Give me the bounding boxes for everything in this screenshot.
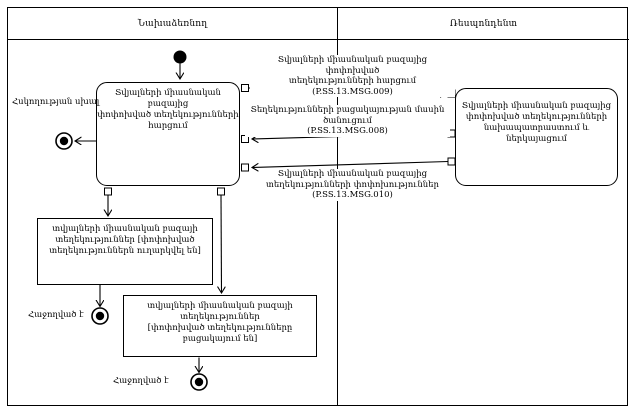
lane-header-initiator-label: Նախաձեռնող [137, 18, 208, 29]
object-sent-line: տեղեկություններ [փոփոխված [55, 235, 195, 245]
label-control-error: Հսկողության սխալ [12, 97, 100, 107]
activity-prepare-line: փոփոխված տեղեկությունների [465, 112, 608, 122]
flow-label-msg010-line: տեղեկությունների փոփոխություններ [266, 179, 439, 190]
flow-label-msg008-line: Տեղեկությունների բացակայության մասին ծան… [250, 105, 445, 126]
flow-label-msg010: Տվյալների միասնական բազայից տեղեկություն… [260, 169, 445, 201]
activity-request-line: փոփոխված տեղեկությունների [97, 110, 239, 120]
object-node-info-sent: տվյալների միասնական բազայի տեղեկությունն… [37, 218, 213, 285]
swimlane-frame [7, 7, 628, 406]
object-sent-line: տվյալների միասնական բազայի [52, 224, 198, 234]
object-absent-line: տեղեկություններ [180, 312, 260, 322]
object-absent-line: [փոփոխված տեղեկությունները [147, 323, 293, 333]
flow-label-msg010-line: (P.SS.13.MSG.010) [312, 190, 393, 200]
flow-label-msg009: Տվյալների միասնական բազայից փոփոխված տեղ… [250, 55, 455, 97]
activity-request-line: հարցում [148, 121, 188, 131]
label-succeeded-bottom: Հաջողված է [113, 376, 169, 386]
flow-label-msg008-line: (P.SS.13.MSG.008) [307, 126, 388, 136]
activity-request-changed-info: Տվյալների միասնական բազայից փոփոխված տեղ… [96, 82, 240, 186]
activity-prepare-present-info: Տվյալների միասնական բազայից փոփոխված տեղ… [455, 88, 618, 186]
object-sent-line: տեղեկություններն ուղարկվել են] [49, 246, 201, 256]
object-node-info-absent: տվյալների միասնական բազայի տեղեկությունն… [123, 295, 317, 357]
label-succeeded-left: Հաջողված է [28, 310, 84, 320]
lane-header-respondent-label: Ռեսպոնդենտ [449, 18, 518, 29]
object-absent-line: տվյալների միասնական բազայի [147, 301, 293, 311]
lane-header-respondent: Ռեսպոնդենտ [338, 8, 629, 40]
lane-divider [337, 8, 339, 406]
lane-header-initiator: Նախաձեռնող [8, 8, 337, 40]
flow-label-msg010-line: Տվյալների միասնական բազայից [277, 169, 428, 179]
flow-label-msg009-line: տեղեկությունների հարցում (P.SS.13.MSG.00… [288, 76, 417, 97]
flow-label-msg009-line: Տվյալների միասնական բազայից փոփոխված [277, 55, 428, 76]
activity-prepare-line: նախապատրաստում և ներկայացում [483, 123, 590, 144]
flow-label-msg008: Տեղեկությունների բացակայության մասին ծան… [245, 105, 450, 137]
object-absent-line: բացակայում են] [182, 334, 258, 344]
activity-prepare-line: Տվյալների միասնական բազայից [461, 101, 612, 111]
activity-request-line: Տվյալների միասնական բազայից [115, 88, 221, 109]
